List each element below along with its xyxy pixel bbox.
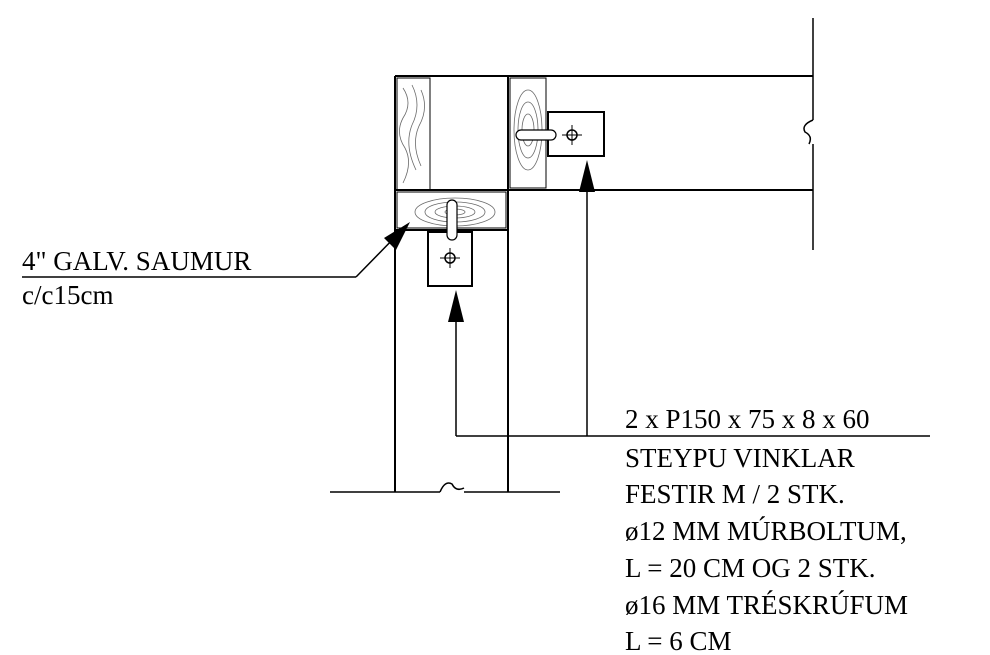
timber-block-left [396, 77, 431, 191]
nail-label-line1: 4" GALV. SAUMUR [22, 246, 251, 276]
angle-label-line2: STEYPU VINKLAR [625, 443, 855, 473]
steel-angle-bracket-upper [515, 111, 605, 157]
angle-label-line7: L = 6 CM [625, 626, 731, 655]
leader-angle [448, 160, 930, 437]
nail-label-line2: c/c15cm [22, 280, 113, 310]
steel-angle-bracket-lower [427, 199, 473, 287]
angle-label-line5: L = 20 CM OG 2 STK. [625, 553, 876, 583]
angle-annotation: 2 x P150 x 75 x 8 x 60 STEYPU VINKLAR FE… [625, 404, 908, 655]
angle-label-line3: FESTIR M / 2 STK. [625, 479, 845, 509]
angle-label-line6: ø16 MM TRÉSKRÚFUM [625, 590, 908, 620]
angle-label-line4: ø12 MM MÚRBOLTUM, [625, 516, 907, 546]
leader-nail [22, 222, 410, 278]
nail-annotation: 4" GALV. SAUMUR c/c15cm [22, 246, 251, 310]
break-lines [330, 18, 814, 493]
angle-label-line1: 2 x P150 x 75 x 8 x 60 [625, 404, 870, 434]
